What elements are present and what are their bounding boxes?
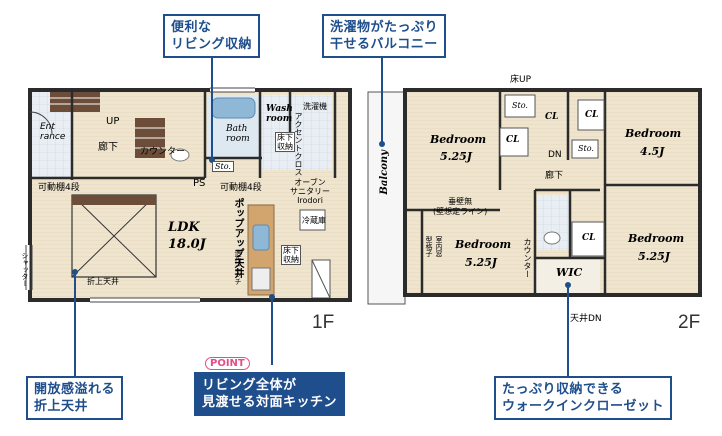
bathroom-label: Bath room (226, 124, 250, 144)
corridor2-label: 廊下 (545, 171, 564, 181)
fridge-label: 冷蔵庫 (302, 216, 326, 225)
interior-window-label: 室内窓 型格子 (425, 236, 443, 257)
entrance-label: Ent rance (40, 122, 66, 142)
first-floor-label: 1F (312, 312, 335, 333)
up-label: UP (106, 116, 120, 127)
accent-cloth-label: アクセントクロス (294, 112, 303, 176)
washer-label: 洗濯機 (303, 102, 327, 111)
hanging-wall-label: 垂壁無 (壁想定ライン) (433, 197, 488, 216)
counter2-label: カウンター (523, 238, 532, 278)
counter-label: カウンター (140, 147, 186, 157)
bedroom4-label: Bedroom (628, 232, 685, 245)
point-badge: POINT (205, 357, 250, 370)
bedroom1-size-label: 5.25J (440, 150, 472, 163)
bedroom2-size-label: 4.5J (640, 145, 665, 158)
sto2-label: Sto. (578, 144, 594, 153)
bedroom2-label: Bedroom (625, 127, 682, 140)
bedroom1-label: Bedroom (430, 133, 487, 146)
niche-label: 造作ニッチ (234, 250, 242, 285)
ldk-size-label: 18.0J (168, 237, 206, 252)
kitchen-storage-label: 床下 収納 (281, 245, 301, 265)
oven-label: オーブン サニタリー Irodori (290, 178, 330, 205)
sto1-label: Sto. (512, 101, 528, 110)
dn-label: DN (548, 150, 562, 160)
popup-ceiling-label: ポップアップ天井 (232, 198, 243, 278)
washroom-label: Wash room (266, 104, 293, 124)
ceiling-dn-label: 天井DN (570, 314, 602, 324)
first-floor-plan (25, 50, 352, 378)
cl1-label: CL (506, 135, 520, 145)
floor-storage-label: 床下 収納 (275, 132, 295, 152)
ldk-label: LDK (168, 220, 200, 235)
bedroom3-label: Bedroom (455, 238, 512, 251)
cl3-label: CL (582, 233, 596, 243)
cl2-label: CL (585, 110, 599, 120)
folded-ceiling-label: 折上天井 (87, 277, 119, 286)
shutter-label: シャッター (21, 252, 29, 287)
second-floor-label: 2F (678, 312, 701, 333)
kitchen-callout: リビング全体が 見渡せる対面キッチン (194, 372, 346, 416)
balcony-label: Balcony (379, 150, 390, 195)
second-floor-plan (367, 52, 702, 378)
balcony-callout: 洗濯物がたっぷり 干せるバルコニー (322, 14, 447, 58)
bedroom3-size-label: 5.25J (465, 256, 497, 269)
floor-up-label: 床UP (510, 75, 532, 85)
ceiling-callout: 開放感溢れる 折上天井 (26, 376, 124, 420)
movable-shelf-right-label: 可動棚4段 (220, 183, 262, 193)
movable-shelf-left-label: 可動棚4段 (38, 183, 80, 193)
storage-callout: 便利な リビング収納 (163, 14, 261, 58)
ps-label: PS (193, 178, 206, 189)
wic-label: WIC (556, 266, 583, 279)
corridor-label: 廊下 (98, 142, 118, 153)
cl4-label: CL (545, 112, 559, 122)
wic-callout: たっぷり収納できる ウォークインクローゼット (494, 376, 673, 420)
bedroom4-size-label: 5.25J (638, 250, 670, 263)
sto-label: Sto. (212, 161, 234, 172)
